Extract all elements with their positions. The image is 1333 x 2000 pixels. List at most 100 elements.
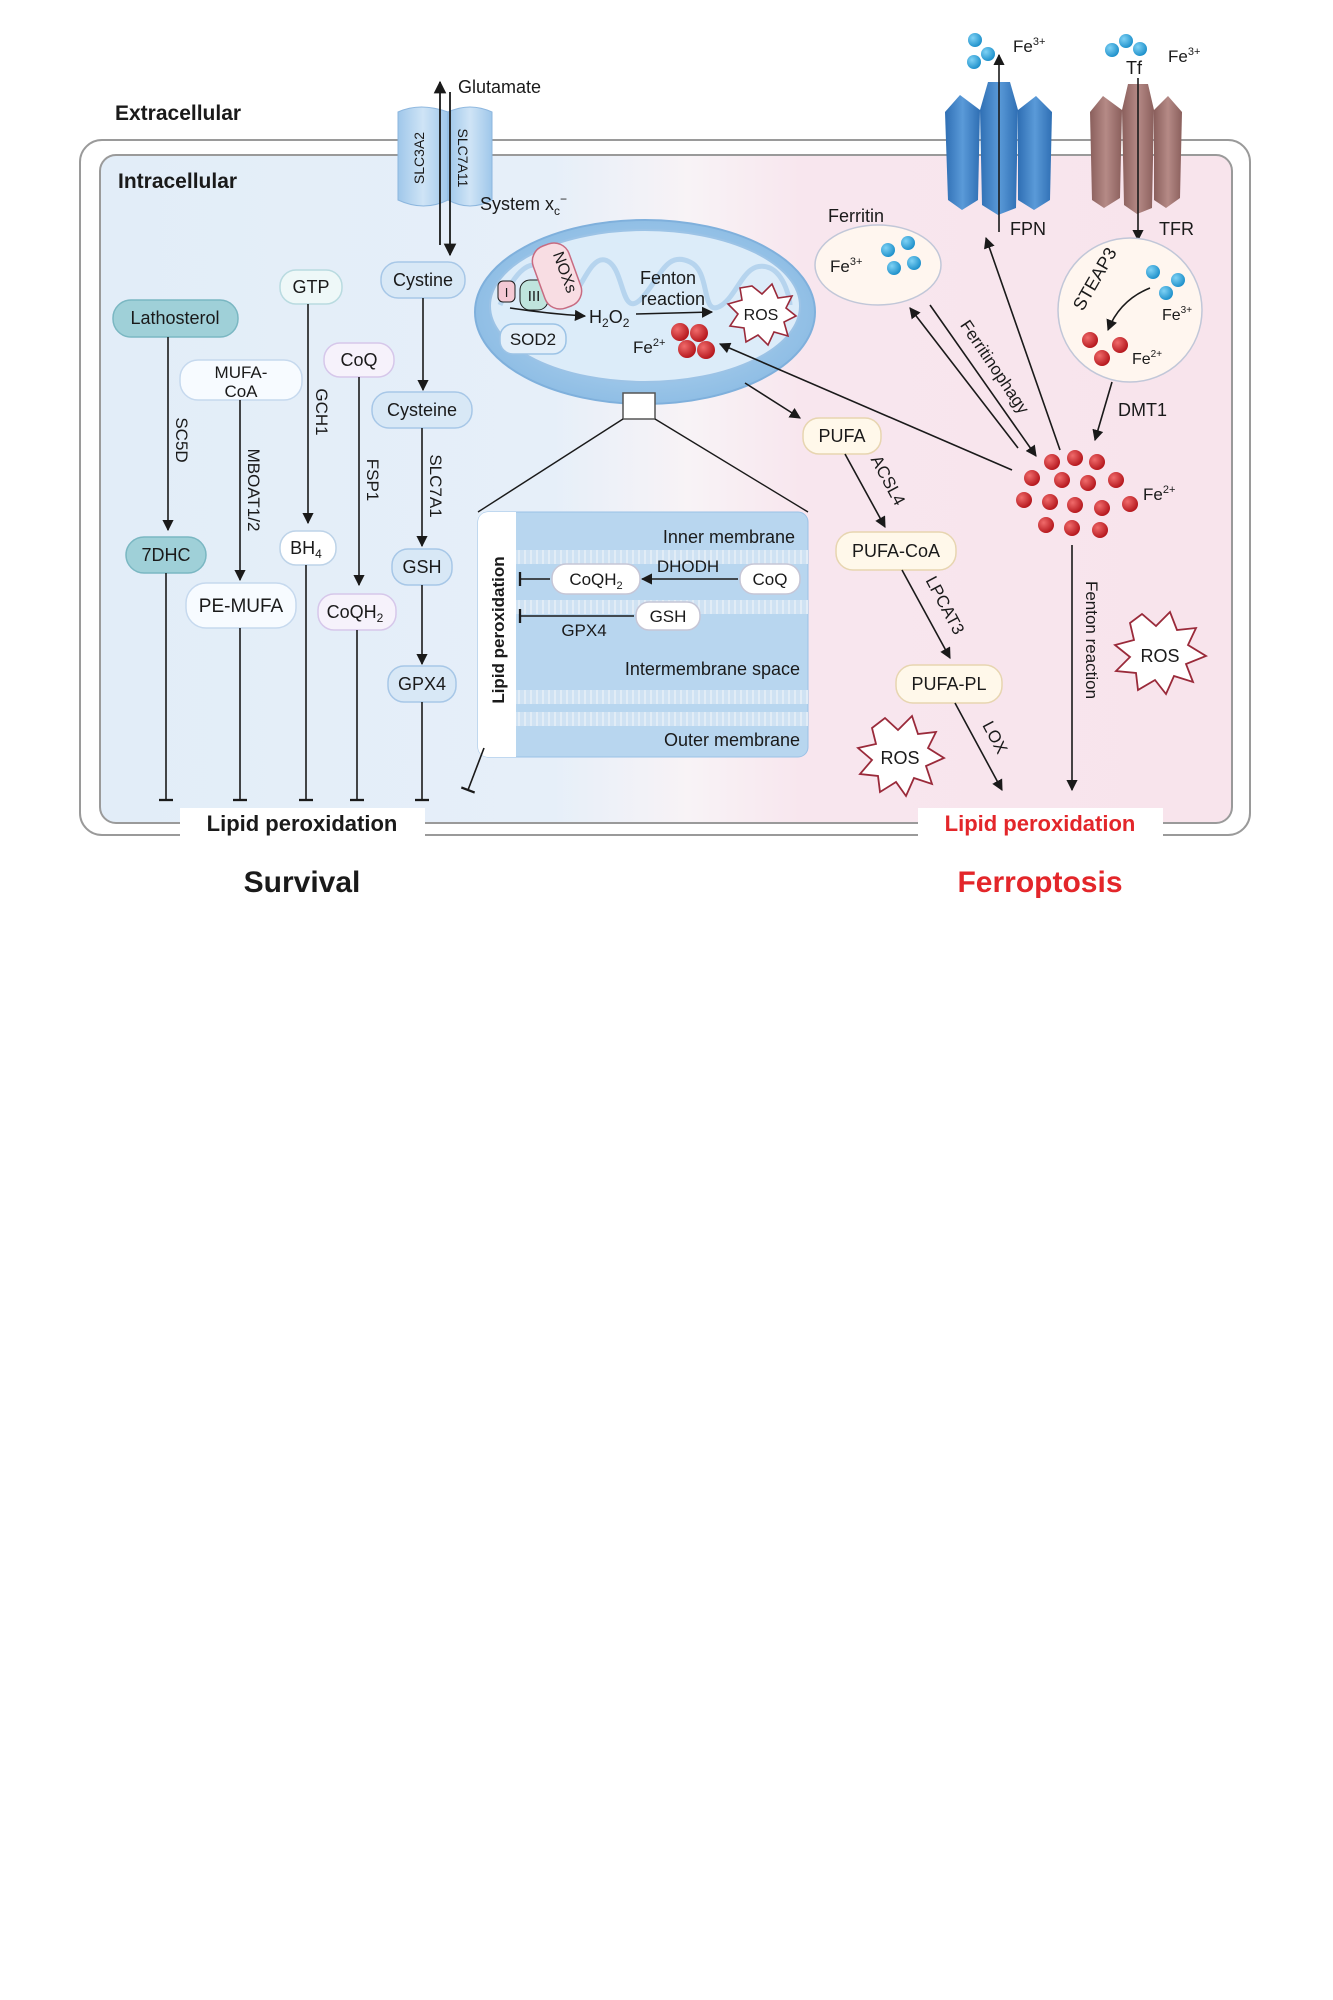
coq-label: CoQ xyxy=(340,350,377,370)
ferritin-fe3-particles xyxy=(881,236,921,275)
h2o2-label: H2O2 xyxy=(589,307,630,330)
acsl4-arrow xyxy=(844,453,886,528)
mito-ros-label: ROS xyxy=(744,307,779,324)
slc7a1-label: SLC7A1 xyxy=(426,454,445,517)
system-xc-label: System xc− xyxy=(480,192,567,218)
labile-fe2-label: Fe2+ xyxy=(1143,484,1175,504)
ferritin-fe3-label: Fe3+ xyxy=(830,256,862,276)
mito-ros-burst xyxy=(726,282,798,347)
pufa-pl-node xyxy=(895,664,1003,704)
lathosterol-label: Lathosterol xyxy=(130,308,219,328)
tfr-label: TFR xyxy=(1159,219,1194,239)
fe2-to-mito-arrow xyxy=(718,342,1013,471)
complex-i-label: I xyxy=(505,285,509,300)
zoom-box xyxy=(622,392,656,420)
endosome-fe3-particles xyxy=(1146,265,1185,300)
lipid-peroxidation-left: Lipid peroxidation xyxy=(207,811,398,836)
extracellular-label: Extracellular xyxy=(115,102,241,125)
tf-fe3-label: Fe3+ xyxy=(1168,46,1200,66)
mufa-coa-label-2: CoA xyxy=(224,382,258,401)
dmt1-arrow xyxy=(1092,381,1113,442)
exported-fe3-particles xyxy=(967,33,995,69)
inset-gpx4-label: GPX4 xyxy=(561,621,606,640)
fe2-to-fpn-arrow xyxy=(984,236,1061,451)
lathosterol-node xyxy=(112,299,239,338)
bh4-node xyxy=(279,530,337,566)
ferritin-label: Ferritin xyxy=(828,206,884,226)
7dhc-label: 7DHC xyxy=(141,545,190,565)
outer-membrane-band-2 xyxy=(516,712,808,726)
inner-membrane-label: Inner membrane xyxy=(663,527,795,547)
lipid-peroxidation-right-bg xyxy=(918,808,1163,838)
endosome-fe3-label: Fe3+ xyxy=(1162,305,1192,324)
intracellular-label: Intracellular xyxy=(118,170,237,193)
lipid-ros-burst xyxy=(856,714,946,798)
lipid-peroxidation-right: Lipid peroxidation xyxy=(945,811,1136,836)
inset-lipid-peroxidation-label: Lipid peroxidation xyxy=(489,556,508,703)
labile-fe2-pool xyxy=(1016,450,1138,538)
endosome-fe2-particles xyxy=(1082,332,1128,366)
exported-fe3-label: Fe3+ xyxy=(1013,36,1045,56)
ferritinophagy-arrow xyxy=(929,304,1037,457)
glutamate-label: Glutamate xyxy=(458,77,541,97)
cysteine-label: Cysteine xyxy=(387,400,457,420)
fenton-arrow-mito xyxy=(635,306,714,318)
cytosol-ros-burst xyxy=(1113,610,1209,696)
gsh-label: GSH xyxy=(402,557,441,577)
complex-iii-label: III xyxy=(528,288,541,305)
endosome-fe2-label: Fe2+ xyxy=(1132,349,1162,368)
inset-lipid-inhibit xyxy=(460,747,485,794)
inset-gsh-label: GSH xyxy=(650,607,687,626)
inset-coq-label: CoQ xyxy=(753,570,788,589)
system-xc-transporter xyxy=(397,106,493,207)
ferroptosis-label: Ferroptosis xyxy=(957,866,1122,899)
mito-to-pufa-arrow xyxy=(744,382,801,419)
cystine-label: Cystine xyxy=(393,270,453,290)
fsp1-label: FSP1 xyxy=(363,459,382,502)
dmt1-label: DMT1 xyxy=(1118,400,1167,420)
pufa-label: PUFA xyxy=(818,426,865,446)
intermembrane-space-label: Intermembrane space xyxy=(625,659,800,679)
outer-membrane-band-1 xyxy=(516,690,808,704)
mboat-label: MBOAT1/2 xyxy=(244,449,263,532)
inset-coqh2-node xyxy=(551,563,641,595)
superoxide-to-h2o2-arrow xyxy=(509,307,587,322)
complex-i xyxy=(497,280,516,303)
gch1-label: GCH1 xyxy=(312,388,331,435)
sod2-label: SOD2 xyxy=(510,330,556,349)
gtp-node xyxy=(279,269,343,305)
gtp-label: GTP xyxy=(292,277,329,297)
dhodh-label: DHODH xyxy=(657,557,719,576)
tf-label: Tf xyxy=(1126,58,1143,78)
mito-fe2-particles xyxy=(671,323,715,359)
fpn-label: FPN xyxy=(1010,219,1046,239)
mufa-coa-label-1: MUFA- xyxy=(215,363,268,382)
coqh2-label: CoQH2 xyxy=(327,602,384,625)
cytosol-fenton-label: Fenton reaction xyxy=(1082,581,1101,699)
pufa-coa-node xyxy=(835,531,957,571)
inset-coq-node xyxy=(739,563,801,595)
pufa-node xyxy=(802,417,882,455)
sod2-node xyxy=(499,323,567,355)
tf-bound-fe3-particles xyxy=(1105,34,1147,57)
pufa-pl-label: PUFA-PL xyxy=(911,674,986,694)
gpx4-label: GPX4 xyxy=(398,674,446,694)
noxs-node xyxy=(531,242,583,310)
survival-label: Survival xyxy=(244,866,361,899)
bh4-label: BH4 xyxy=(290,538,322,561)
zoom-line-left xyxy=(477,418,624,513)
zoom-line-right xyxy=(654,418,809,513)
slc3a2-label: SLC3A2 xyxy=(411,132,427,184)
mufa-coa-node xyxy=(179,359,303,401)
outer-membrane-label: Outer membrane xyxy=(664,730,800,750)
lipid-peroxidation-left-bg xyxy=(180,808,425,838)
mito-fenton-label-1: Fenton xyxy=(640,268,696,288)
inner-membrane-band-1 xyxy=(516,550,808,564)
cytosol-ros-label: ROS xyxy=(1140,646,1179,666)
slc7a11-label: SLC7A11 xyxy=(455,129,471,188)
inset-coqh2-label: CoQH2 xyxy=(569,570,622,592)
inset-gsh-node xyxy=(635,601,701,631)
pe-mufa-label: PE-MUFA xyxy=(199,596,284,617)
inset-side-panel-fill xyxy=(500,512,516,757)
